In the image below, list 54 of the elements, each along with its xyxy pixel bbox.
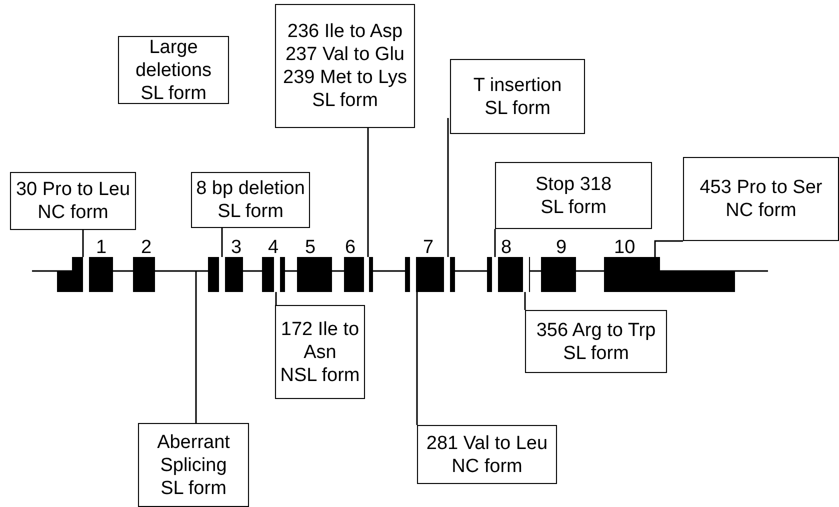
leader-line: [524, 292, 526, 310]
callout-box: [450, 59, 585, 134]
callout-text: Large deletions: [134, 36, 213, 82]
leader-line: [494, 229, 496, 257]
callout-text: Stop 318: [535, 172, 612, 196]
callout-box: [417, 425, 557, 484]
callout-text: SL form: [160, 476, 226, 500]
callout-text: SL form: [540, 196, 606, 218]
exon-number: 5: [305, 238, 316, 258]
callout-text: 236 Ile to Asp: [287, 20, 403, 43]
callout-text: 237 Val to Glu: [285, 43, 404, 66]
exon-number: 8: [501, 238, 512, 258]
callout-text: NC form: [452, 454, 522, 478]
leader-line: [221, 228, 223, 257]
callout-box: [275, 4, 415, 128]
callout-box: [118, 36, 229, 104]
callout-text: 281 Val to Leu: [426, 432, 548, 454]
leader-line: [447, 118, 449, 257]
callout-text: T insertion: [473, 74, 562, 96]
leader-line: [195, 271, 197, 423]
exon-number: 7: [423, 238, 434, 258]
callout-box: [495, 162, 652, 229]
callout-text: SL form: [140, 82, 206, 104]
exon-number: 3: [231, 238, 242, 258]
callout-text: 30 Pro to Leu: [16, 178, 130, 201]
callout-text: Aberrant Splicing: [156, 430, 231, 476]
callout-text: 453 Pro to Ser NC form: [698, 176, 824, 222]
exon-number: 4: [268, 238, 279, 258]
callout-box: [275, 305, 365, 399]
leader-line: [416, 292, 418, 425]
callout-box: [138, 423, 249, 507]
callout-box: [525, 310, 667, 373]
exon-number: 6: [345, 238, 356, 258]
leader-line: [82, 230, 84, 257]
leader-line: [654, 240, 683, 257]
exon-number: 9: [556, 238, 567, 258]
callout-text: SL form: [484, 96, 550, 120]
callout-text: SL form: [563, 342, 629, 364]
callout-text: 239 Met to Lys: [283, 66, 407, 89]
leader-line: [367, 128, 369, 257]
exon-number: 10: [614, 238, 636, 258]
callout-text: 356 Arg to Trp: [536, 318, 656, 342]
callout-text: NC form: [38, 201, 108, 224]
leader-line: [275, 292, 277, 305]
callout-text: NSL form: [280, 364, 360, 386]
exon-number: 2: [141, 238, 152, 258]
callout-box: [683, 157, 839, 241]
callout-text: 172 Ile to Asn: [280, 318, 360, 364]
callout-box: [10, 172, 136, 230]
callout-text: SL form: [218, 200, 284, 223]
exon-number: 1: [96, 238, 107, 258]
callout-text: 8 bp deletion: [196, 177, 305, 200]
callout-text: SL form: [312, 89, 378, 112]
callout-box: [191, 172, 310, 228]
